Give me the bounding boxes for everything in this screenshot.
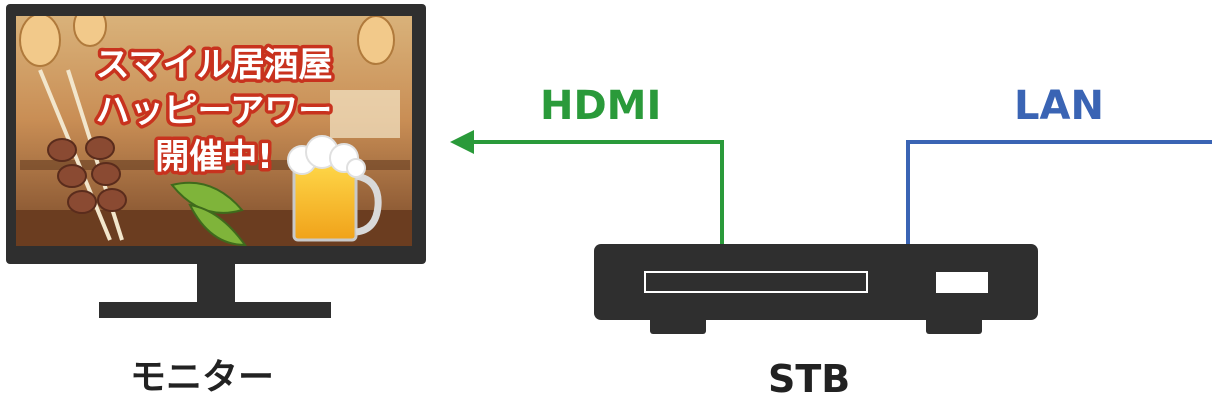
stb-label: STB (768, 357, 851, 401)
edamame-icon (170, 181, 247, 246)
set-top-box-icon (594, 244, 1038, 334)
promo-line-3: 開催中! (155, 137, 273, 177)
hdmi-label: HDMI (540, 83, 662, 129)
promo-line-2: ハッピーアワー (96, 91, 333, 131)
yakitori-skewer-icon (38, 69, 127, 241)
stb-foot-left (650, 316, 706, 334)
lantern-icon (19, 16, 395, 67)
lan-label: LAN (1014, 83, 1104, 129)
monitor-stand-neck (197, 264, 235, 304)
stb-disc-slot (644, 271, 868, 293)
promo-line-1: スマイル居酒屋 (96, 45, 333, 85)
lan-cable (906, 140, 1212, 246)
hdmi-connection (450, 130, 724, 246)
monitor-icon: スマイル居酒屋 ハッピーアワー 開催中! (6, 4, 426, 318)
monitor-label: モニター (130, 357, 275, 398)
stb-display (936, 272, 988, 293)
monitor-screen: スマイル居酒屋 ハッピーアワー 開催中! (16, 16, 412, 246)
hdmi-cable (470, 140, 724, 246)
arrowhead-icon (450, 130, 474, 154)
beer-mug-icon (287, 135, 382, 242)
monitor-stand-base (99, 302, 331, 318)
stb-foot-right (926, 316, 982, 334)
